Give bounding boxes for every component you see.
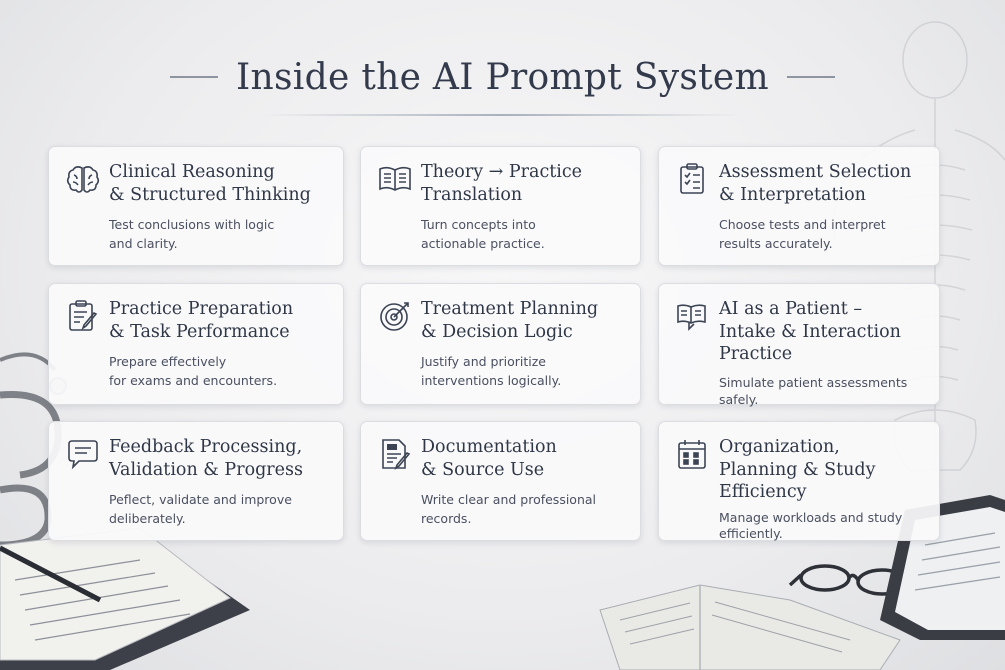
card-title-line: Clinical Reasoning <box>109 162 275 182</box>
card-description-line: Peflect, validate and improve <box>109 492 292 507</box>
card-title-line: & Task Performance <box>109 321 290 342</box>
card-description-line: deliberately. <box>109 511 186 526</box>
card-title-line: & Structured Thinking <box>109 184 311 205</box>
calendar-icon <box>675 436 711 472</box>
card-description-line: results accurately. <box>719 236 833 251</box>
brain-icon <box>65 161 101 197</box>
open-book-icon <box>377 161 413 197</box>
card-title-line: AI as a Patient – <box>719 299 863 319</box>
card-title-line: Translation <box>421 184 523 205</box>
title-underline <box>262 114 742 116</box>
card-feedback-processing[interactable]: Feedback Processing, Validation & Progre… <box>48 421 344 541</box>
card-title-line: Planning & Study <box>719 459 876 480</box>
card-description-line: Write clear and professional <box>421 492 597 507</box>
card-title-line: Organization, <box>719 437 840 457</box>
title-rule-left <box>170 76 219 78</box>
card-description-line: Turn concepts into <box>421 217 536 232</box>
card-theory-practice[interactable]: Theory → Practice Translation Turn conce… <box>360 146 641 266</box>
title-rule-right <box>786 76 835 78</box>
card-clinical-reasoning[interactable]: Clinical Reasoning & Structured Thinking… <box>48 146 344 266</box>
card-description-line: Prepare effectively <box>109 354 227 369</box>
card-title-line: Assessment Selection <box>719 162 912 182</box>
card-description-line: Simulate patient assessments <box>719 374 908 390</box>
notebook <box>0 527 250 670</box>
card-description-line: Test conclusions with logic <box>109 217 275 232</box>
card-title-line: Theory → Practice <box>421 162 583 182</box>
card-description-line: records. <box>421 511 472 526</box>
card-title-line: Treatment Planning <box>421 299 599 319</box>
clipboard-pencil-icon <box>65 298 101 334</box>
page-title: Inside the AI Prompt System <box>236 56 769 98</box>
card-title-line: Validation & Progress <box>109 459 303 480</box>
card-description-line: safely. <box>719 391 759 407</box>
page-header: Inside the AI Prompt System <box>0 52 1005 102</box>
card-title-line: & Source Use <box>421 459 545 480</box>
card-ai-as-patient[interactable]: AI as a Patient – Intake & Interaction P… <box>658 283 940 407</box>
card-practice-preparation[interactable]: Practice Preparation & Task Performance … <box>48 283 344 405</box>
card-title-line: & Interpretation <box>719 184 866 205</box>
card-description-line: for exams and encounters. <box>109 373 278 388</box>
clipboard-checklist-icon <box>675 161 711 197</box>
card-title-line: Efficiency <box>719 482 807 502</box>
document-pencil-icon <box>377 436 413 472</box>
card-description-line: efficiently. <box>719 525 783 541</box>
card-description-line: Justify and prioritize <box>421 354 546 369</box>
target-icon <box>377 298 413 334</box>
speech-bubble-icon <box>65 436 101 472</box>
card-title-line: Documentation <box>421 437 557 457</box>
card-description-line: Choose tests and interpret <box>719 217 886 232</box>
card-documentation[interactable]: Documentation & Source Use Write clear a… <box>360 421 641 541</box>
card-description-line: actionable practice. <box>421 236 545 251</box>
card-title-line: Intake & Interaction <box>719 321 901 342</box>
open-book-photo <box>599 584 901 670</box>
card-title-line: Feedback Processing, <box>109 437 303 457</box>
book-chat-icon <box>675 298 711 334</box>
glasses <box>788 564 908 596</box>
card-description-line: Manage workloads and study <box>719 509 903 525</box>
card-assessment-selection[interactable]: Assessment Selection & Interpretation Ch… <box>658 146 940 266</box>
card-description-line: interventions logically. <box>421 373 562 388</box>
card-title-line: Practice <box>719 344 793 364</box>
card-title-line: & Decision Logic <box>421 321 573 342</box>
card-title-line: Practice Preparation <box>109 299 294 319</box>
card-description-line: and clarity. <box>109 236 178 251</box>
card-organization-planning[interactable]: Organization, Planning & Study Efficienc… <box>658 421 940 541</box>
card-treatment-planning[interactable]: Treatment Planning & Decision Logic Just… <box>360 283 641 405</box>
